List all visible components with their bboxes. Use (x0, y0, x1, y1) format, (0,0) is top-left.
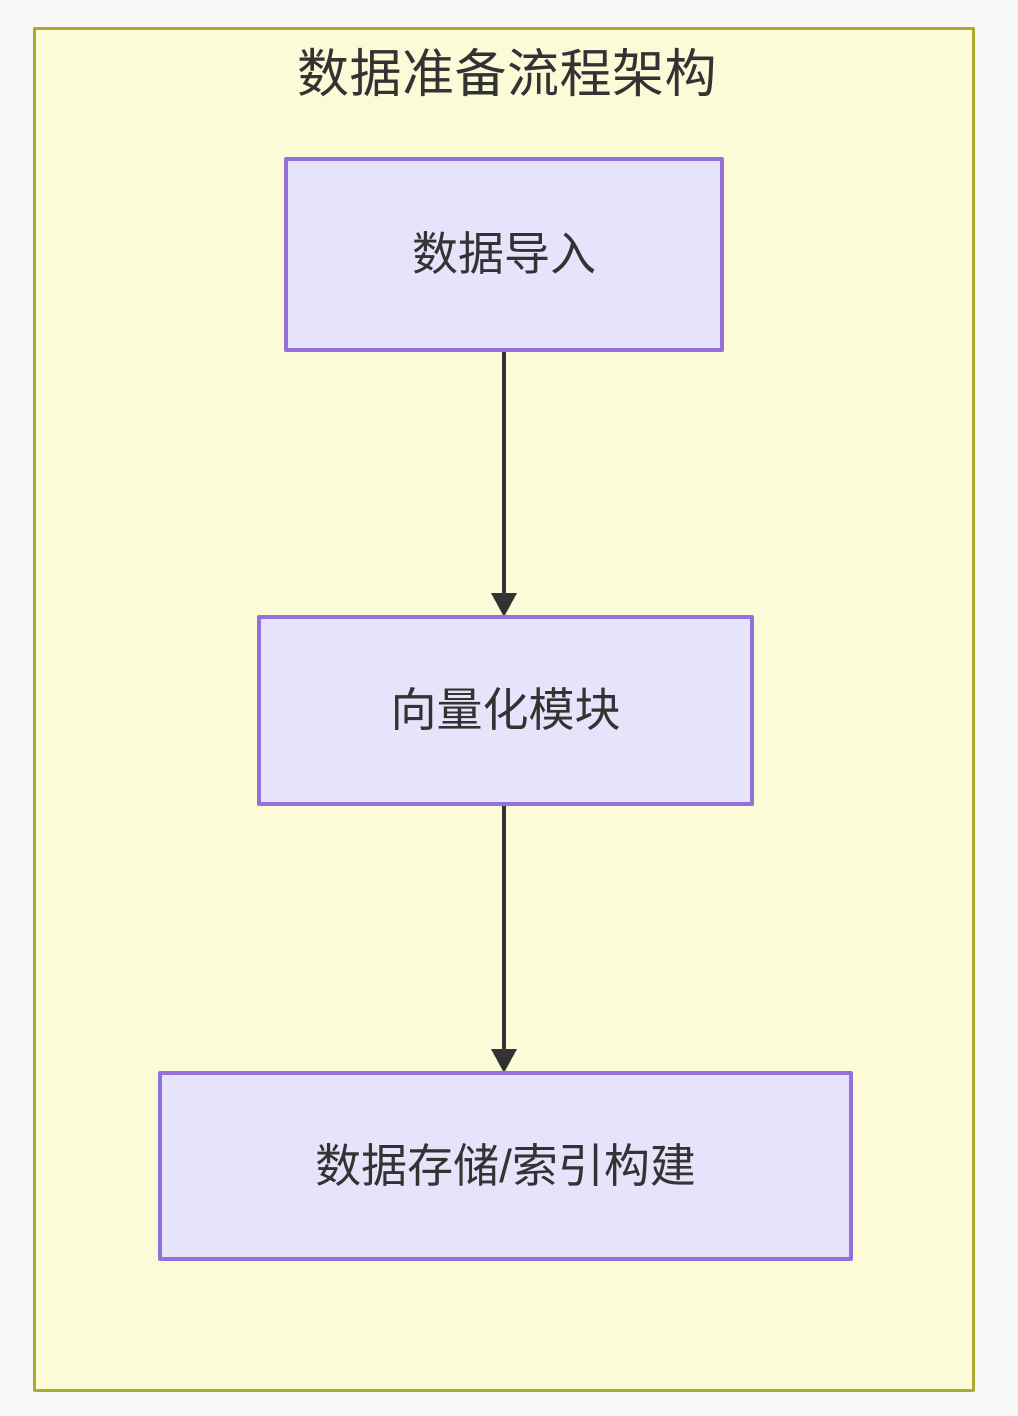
diagram-title: 数据准备流程架构 (296, 46, 717, 104)
node-label: 数据导入 (412, 228, 596, 281)
node-label: 向量化模块 (390, 684, 621, 737)
node-label: 数据存储/索引构建 (315, 1139, 696, 1192)
node-data-ingest[interactable]: 数据导入 (284, 157, 724, 352)
node-data-storage-index-build[interactable]: 数据存储/索引构建 (158, 1071, 853, 1261)
node-vectorization-module[interactable]: 向量化模块 (257, 615, 754, 806)
